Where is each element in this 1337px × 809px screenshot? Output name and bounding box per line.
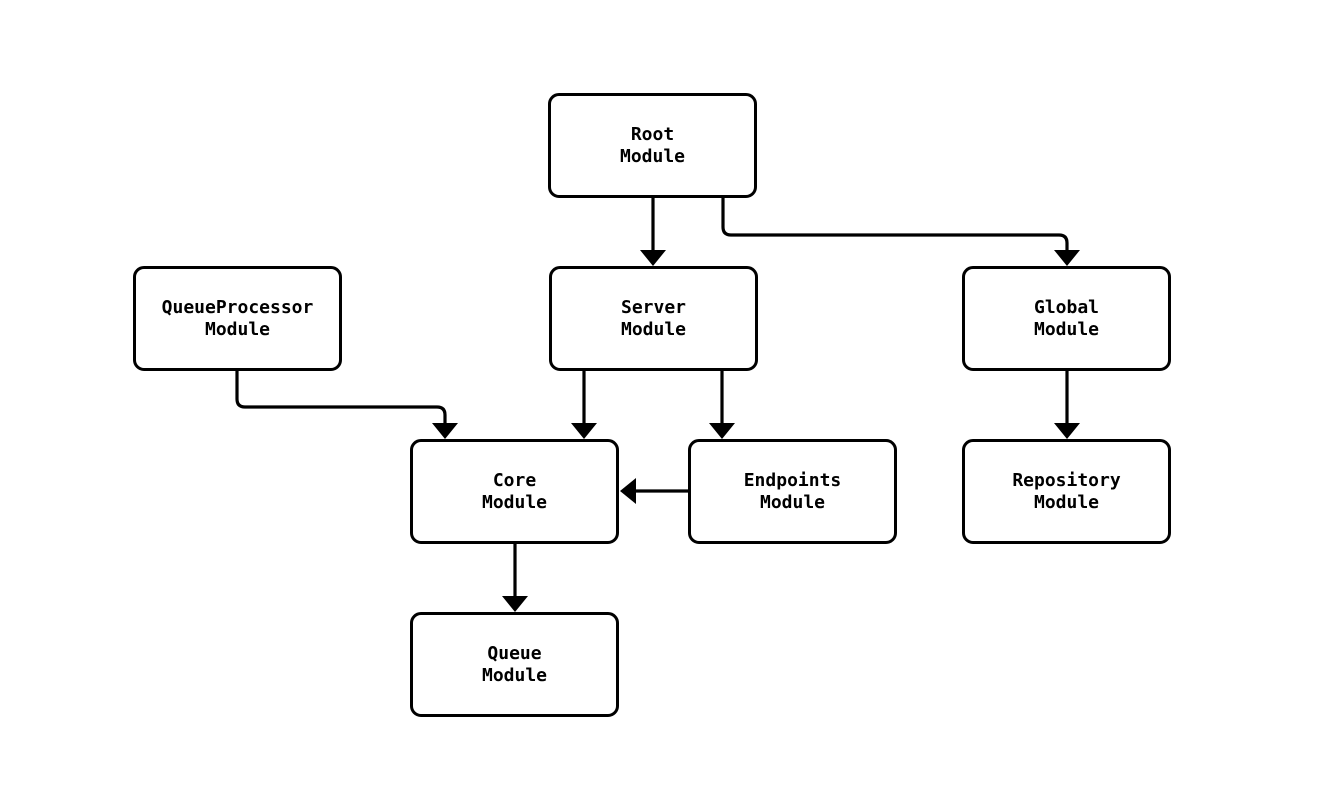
node-label-line: Core bbox=[492, 469, 537, 491]
node-root-module: Root Module bbox=[548, 93, 757, 198]
node-label-line: Module bbox=[620, 318, 687, 340]
arrowhead-server-to-endpoints bbox=[709, 423, 735, 439]
node-queue-module: Queue Module bbox=[410, 612, 619, 717]
arrowhead-root-to-global bbox=[1054, 250, 1080, 266]
arrowhead-root-to-server bbox=[640, 250, 666, 266]
node-label-line: Module bbox=[481, 491, 548, 513]
arrowhead-queueprocessor-to-core bbox=[432, 423, 458, 439]
node-label-line: QueueProcessor bbox=[161, 296, 314, 318]
node-label-line: Module bbox=[1033, 318, 1100, 340]
node-label-line: Module bbox=[619, 145, 686, 167]
node-repository-module: Repository Module bbox=[962, 439, 1171, 544]
node-label-line: Module bbox=[759, 491, 826, 513]
arrowhead-global-to-repository bbox=[1054, 423, 1080, 439]
node-label-line: Root bbox=[630, 123, 675, 145]
node-label-line: Module bbox=[481, 664, 548, 686]
arrowhead-core-to-queue bbox=[502, 596, 528, 612]
node-server-module: Server Module bbox=[549, 266, 758, 371]
node-label-line: Server bbox=[620, 296, 687, 318]
node-label-line: Endpoints bbox=[743, 469, 842, 491]
node-label-line: Module bbox=[1033, 491, 1100, 513]
node-core-module: Core Module bbox=[410, 439, 619, 544]
node-endpoints-module: Endpoints Module bbox=[688, 439, 897, 544]
node-label-line: Global bbox=[1033, 296, 1100, 318]
arrowhead-server-to-core bbox=[571, 423, 597, 439]
node-label-line: Repository bbox=[1012, 469, 1121, 491]
edge-queueprocessor-to-core bbox=[235, 371, 447, 423]
arrowhead-endpoints-to-core bbox=[620, 478, 636, 504]
node-label-line: Module bbox=[204, 318, 271, 340]
node-global-module: Global Module bbox=[962, 266, 1171, 371]
node-queueprocessor-module: QueueProcessor Module bbox=[133, 266, 342, 371]
node-label-line: Queue bbox=[487, 642, 542, 664]
edge-root-to-global bbox=[721, 198, 1069, 250]
